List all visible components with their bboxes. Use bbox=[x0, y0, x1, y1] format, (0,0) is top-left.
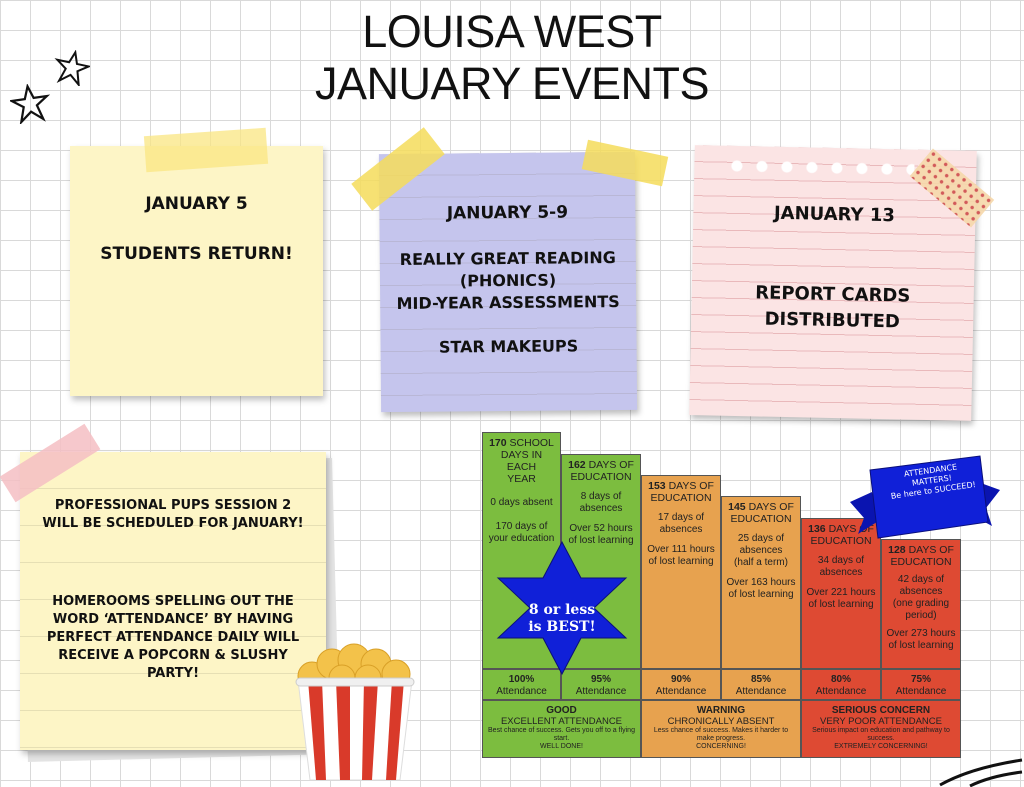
best-star-icon bbox=[496, 540, 628, 676]
popcorn-bucket-icon bbox=[295, 643, 415, 780]
days-label: SCHOOL bbox=[509, 437, 554, 449]
days-number: 170 bbox=[489, 437, 507, 449]
zone-subheading: EXCELLENT ATTENDANCE bbox=[500, 716, 623, 727]
note-line: RECEIVE A POPCORN & SLUSHY bbox=[58, 648, 288, 663]
note-line: MID-YEAR ASSESSMENTS bbox=[396, 292, 620, 313]
note-line: PARTY! bbox=[146, 666, 200, 681]
attendance-pct-100: 100%Attendance bbox=[482, 669, 561, 700]
zone-heading: SERIOUS CONCERN bbox=[831, 705, 931, 716]
days-number: 162 bbox=[568, 459, 586, 471]
notebook-holes bbox=[724, 159, 915, 176]
note-line: PERFECT ATTENDANCE DAILY WILL bbox=[46, 630, 300, 645]
note-line: WILL BE SCHEDULED FOR JANUARY! bbox=[42, 516, 304, 531]
note-date: JANUARY 13 bbox=[773, 202, 896, 227]
days-label: EDUCATION bbox=[650, 492, 712, 504]
note-date: JANUARY 5 bbox=[145, 194, 248, 214]
star-doodle-icon bbox=[54, 50, 90, 86]
zone-subheading: VERY POOR ATTENDANCE bbox=[820, 716, 942, 727]
days-number: 136 bbox=[808, 523, 826, 535]
note-line: (PHONICS) bbox=[459, 270, 557, 291]
days-label: DAYS OF bbox=[748, 501, 794, 513]
note-body: STUDENTS RETURN! bbox=[100, 244, 293, 264]
attendance-pct-80: 80%Attendance bbox=[801, 669, 881, 700]
attendance-chart: 170 SCHOOL DAYS IN EACH YEAR 0 days abse… bbox=[482, 432, 1000, 758]
days-number: 128 bbox=[888, 544, 906, 556]
days-label: DAYS OF bbox=[908, 544, 954, 556]
zone-warning: WARNING CHRONICALLY ABSENT Less chance o… bbox=[641, 700, 801, 758]
note-line: WORD ‘ATTENDANCE’ BY HAVING bbox=[52, 612, 294, 627]
note-line: REALLY GREAT READING bbox=[399, 248, 616, 269]
event-note-jan-5-9: JANUARY 5-9 REALLY GREAT READING (PHONIC… bbox=[378, 151, 638, 413]
attendance-pct-95: 95%Attendance bbox=[561, 669, 641, 700]
days-number: 145 bbox=[728, 501, 746, 513]
note-line: HOMEROOMS SPELLING OUT THE bbox=[52, 594, 294, 609]
title-line-2: JANUARY EVENTS bbox=[315, 58, 709, 109]
days-label: EDUCATION bbox=[810, 535, 872, 547]
attendance-pct-85: 85%Attendance bbox=[721, 669, 801, 700]
zone-heading: GOOD bbox=[546, 705, 577, 716]
scribble-decoration bbox=[939, 758, 1023, 787]
note-date: JANUARY 5-9 bbox=[446, 202, 569, 224]
days-label: EDUCATION bbox=[730, 513, 792, 525]
attendance-pct-75: 75%Attendance bbox=[881, 669, 961, 700]
note-line: STAR MAKEUPS bbox=[438, 336, 579, 357]
days-label: EDUCATION bbox=[890, 556, 952, 568]
zone-good: GOOD EXCELLENT ATTENDANCE Best chance of… bbox=[482, 700, 641, 758]
days-label: DAYS OF bbox=[588, 459, 634, 471]
star-doodle-icon bbox=[10, 84, 50, 124]
page-title: LOUISA WEST JANUARY EVENTS bbox=[0, 0, 1024, 110]
days-label: DAYS IN EACH bbox=[500, 449, 543, 473]
event-note-pups: PROFESSIONAL PUPS SESSION 2 WILL BE SCHE… bbox=[20, 452, 326, 750]
zone-heading: WARNING bbox=[696, 705, 746, 716]
event-note-jan-5: JANUARY 5 STUDENTS RETURN! bbox=[70, 146, 323, 396]
days-number: 153 bbox=[648, 480, 666, 492]
days-label: YEAR bbox=[507, 473, 536, 485]
title-line-1: LOUISA WEST bbox=[362, 6, 662, 57]
best-star-text: 8 or less is BEST! bbox=[528, 602, 596, 635]
absence-text: 0 days absent bbox=[490, 497, 553, 508]
note-line: REPORT CARDS bbox=[754, 282, 911, 307]
zone-serious-concern: SERIOUS CONCERN VERY POOR ATTENDANCE Ser… bbox=[801, 700, 961, 758]
zone-description: Best chance of success. Gets you off to … bbox=[488, 727, 635, 750]
zone-subheading: CHRONICALLY ABSENT bbox=[667, 716, 775, 727]
zone-description: Serious impact on education and pathway … bbox=[812, 727, 950, 750]
note-line: PROFESSIONAL PUPS SESSION 2 bbox=[54, 498, 292, 513]
attendance-banner-icon bbox=[850, 455, 1000, 539]
note-line: DISTRIBUTED bbox=[764, 308, 901, 333]
days-label: EDUCATION bbox=[570, 471, 632, 483]
attendance-pct-90: 90%Attendance bbox=[641, 669, 721, 700]
days-label: DAYS OF bbox=[668, 480, 714, 492]
zone-description: Less chance of success. Makes it harder … bbox=[653, 727, 789, 750]
